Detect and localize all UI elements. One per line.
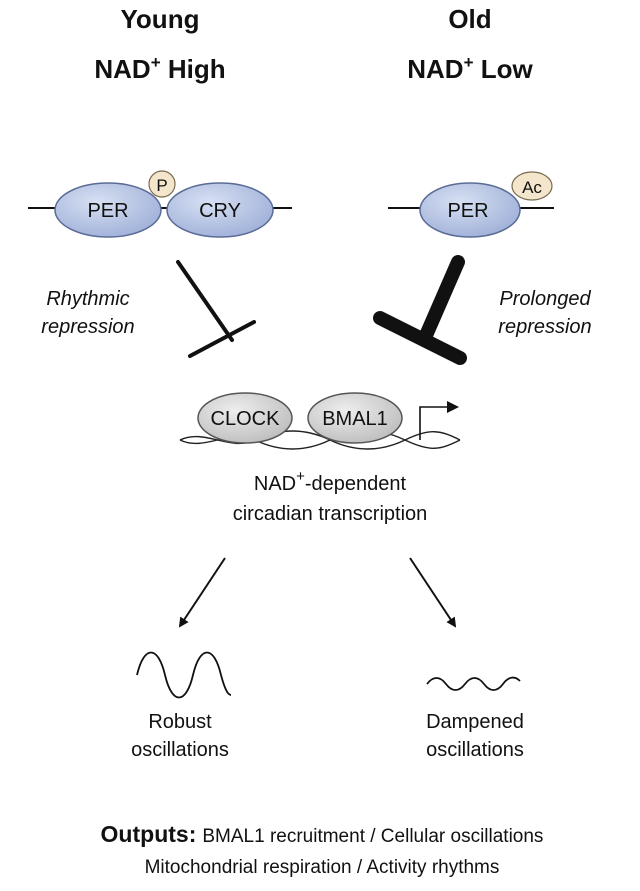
prolonged-label-line2: repression bbox=[498, 316, 591, 338]
bmal1-label: BMAL1 bbox=[322, 408, 388, 430]
rhythmic-label-line1: Rhythmic bbox=[46, 288, 129, 310]
clock-bmal1-complex: CLOCK BMAL1 bbox=[179, 392, 461, 450]
rhythmic-repression-symbol bbox=[176, 260, 256, 358]
dampened-wave-icon bbox=[426, 676, 521, 691]
outputs-line1: Outputs:BMAL1 recruitment / Cellular osc… bbox=[101, 821, 544, 847]
dampened-label-line2: oscillations bbox=[426, 739, 524, 761]
cry-label: CRY bbox=[199, 200, 241, 222]
transcription-label-line2: circadian transcription bbox=[233, 503, 428, 525]
header-young: Young bbox=[121, 4, 200, 34]
transcription-label-line1: NAD+-dependent bbox=[254, 468, 407, 495]
per-label-left: PER bbox=[87, 200, 128, 222]
per-acetylated-complex: PER Ac bbox=[388, 171, 554, 238]
phospho-badge bbox=[148, 170, 176, 198]
per-cry-complex: PER CRY P bbox=[28, 170, 292, 238]
header-old: Old bbox=[448, 4, 491, 34]
prolonged-repression-symbol bbox=[373, 255, 467, 365]
clock-label: CLOCK bbox=[211, 408, 281, 430]
outputs-line2: Mitochondrial respiration / Activity rhy… bbox=[145, 857, 500, 878]
per-label-right: PER bbox=[447, 200, 488, 222]
robust-label-line2: oscillations bbox=[131, 739, 229, 761]
header-nad-low: NAD+ Low bbox=[407, 53, 533, 84]
clock-protein bbox=[197, 392, 293, 444]
transcription-start-arrow bbox=[419, 406, 447, 440]
robust-label-line1: Robust bbox=[148, 711, 212, 733]
rhythmic-label-line2: repression bbox=[41, 316, 134, 338]
robust-wave-icon bbox=[136, 651, 232, 699]
outputs-label: Outputs: bbox=[101, 821, 197, 847]
arrow-to-dampened bbox=[409, 557, 457, 628]
per-protein-right bbox=[419, 182, 521, 238]
transcription-arrowhead bbox=[447, 401, 459, 413]
cry-protein bbox=[166, 182, 274, 238]
header-nad-high: NAD+ High bbox=[94, 53, 225, 84]
acetyl-badge bbox=[511, 171, 553, 201]
bmal1-protein bbox=[307, 392, 403, 444]
acetyl-label: Ac bbox=[522, 178, 542, 197]
prolonged-label-line1: Prolonged bbox=[499, 288, 591, 310]
arrow-to-robust bbox=[178, 557, 226, 628]
dampened-label-line1: Dampened bbox=[426, 711, 524, 733]
per-protein-left bbox=[54, 182, 162, 238]
phospho-label: P bbox=[156, 176, 167, 195]
